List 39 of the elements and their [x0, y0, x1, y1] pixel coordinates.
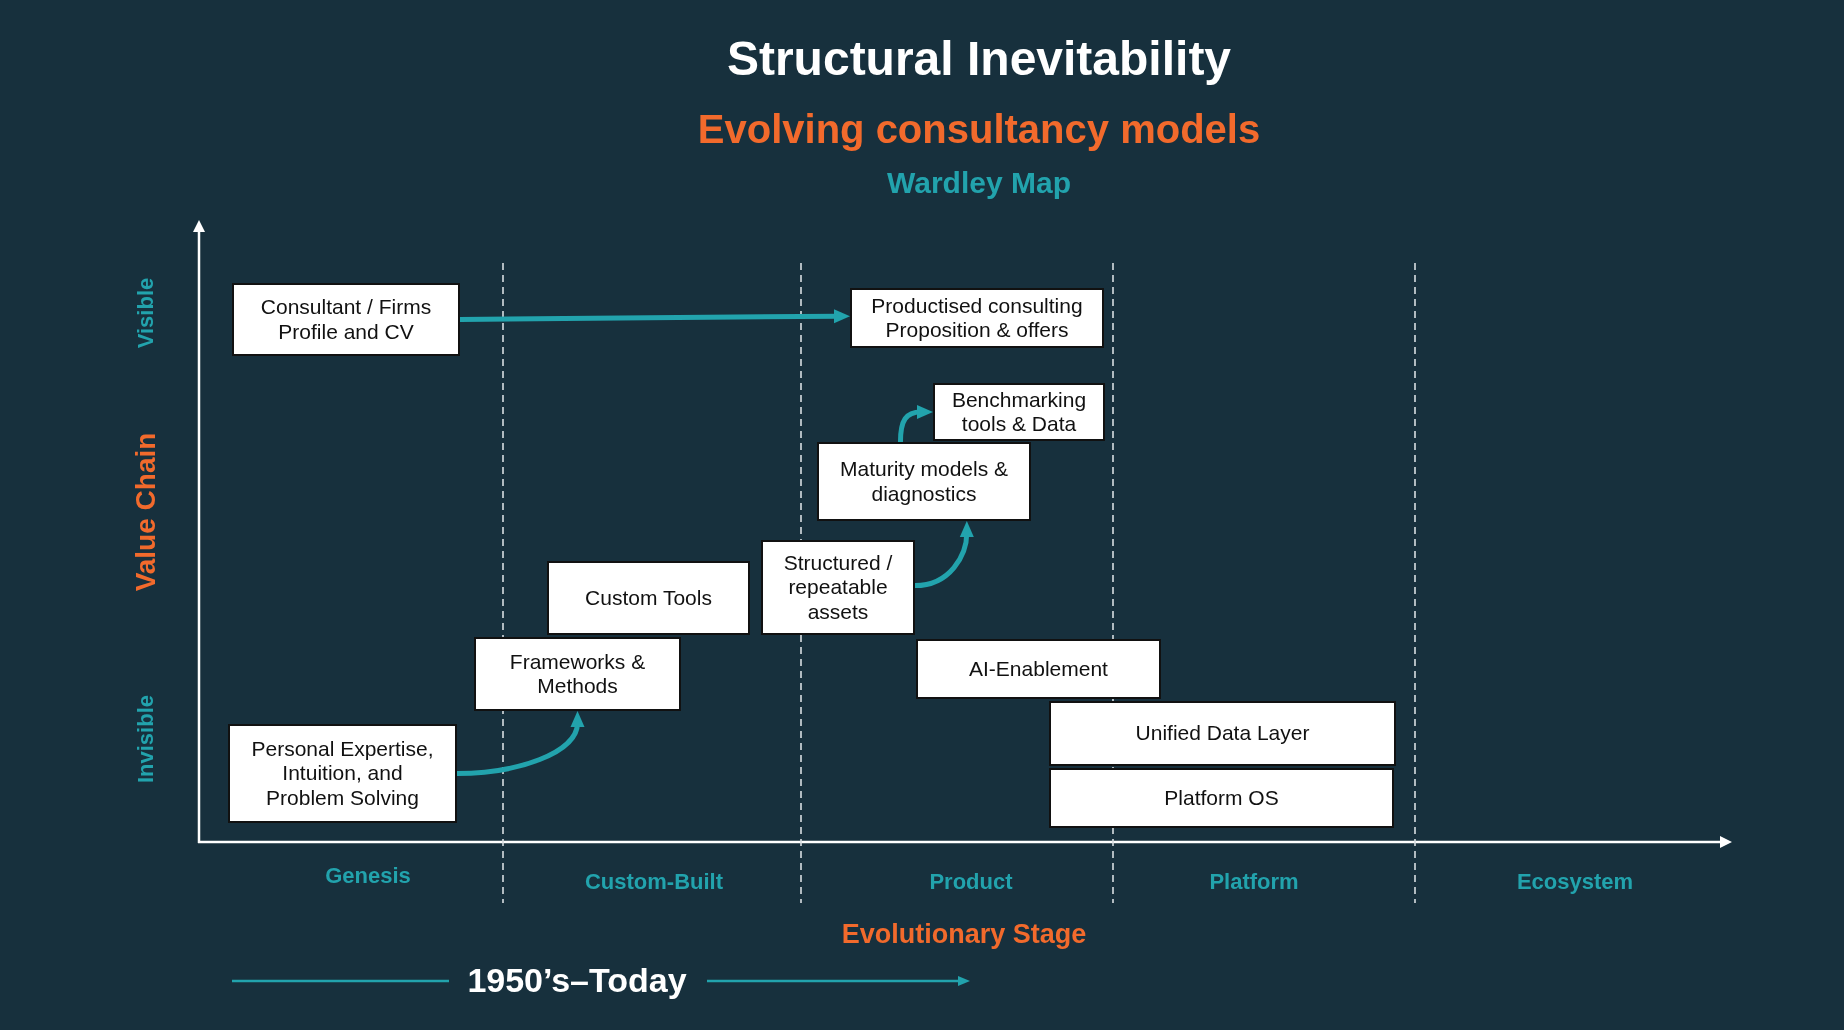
component-label: Custom Tools: [585, 585, 712, 611]
component-box: [817, 442, 1031, 521]
axis-label: Visible: [133, 277, 159, 349]
subtitle: Evolving consultancy models: [697, 106, 1261, 152]
component-label: Productised consulting Proposition & offers: [870, 293, 1084, 343]
evolution-arrow: [897, 405, 933, 443]
component-label: Consultant / Firms Profile and CV: [259, 295, 433, 344]
component-box: [933, 383, 1105, 441]
component-box: [1049, 701, 1396, 766]
component-box: [916, 639, 1161, 699]
component-box: [761, 540, 915, 635]
component-label: Platform OS: [1164, 785, 1279, 811]
component-label: Frameworks & Methods: [508, 649, 647, 699]
axis-label: Invisible: [133, 695, 159, 783]
axis-title: Evolutionary Stage: [841, 919, 1087, 951]
component-box: [474, 637, 681, 711]
stage-label: Genesis: [325, 863, 411, 889]
stage-label: Ecosystem: [1516, 869, 1634, 895]
component-label: AI-Enablement: [969, 656, 1108, 682]
component-label: Maturity models & diagnostics: [838, 457, 1010, 506]
component-label: Unified Data Layer: [1135, 721, 1310, 746]
axis-title: Value Chain: [129, 432, 162, 592]
component-box: [850, 288, 1104, 348]
stage-label: Custom-Built: [584, 869, 724, 895]
component-label: Structured / repeatable assets: [782, 551, 894, 624]
stage-label: Product: [929, 869, 1013, 895]
component-box: [1049, 768, 1394, 828]
component-box: [228, 724, 457, 823]
evolution-arrow: [460, 309, 850, 324]
map-type-label: Wardley Map: [887, 165, 1071, 201]
diagram-title: Structural Inevitability: [726, 31, 1232, 87]
evolution-arrow: [914, 521, 974, 589]
timeline-label: 1950’s–Today: [467, 961, 687, 1001]
component-box: [232, 283, 460, 356]
component-box: [547, 561, 750, 635]
component-label: Personal Expertise, Intuition, and Problem Solving: [250, 737, 435, 810]
evolution-arrow: [456, 711, 584, 776]
stage-label: Platform: [1209, 869, 1299, 895]
component-label: Benchmarking tools & Data: [950, 387, 1088, 437]
